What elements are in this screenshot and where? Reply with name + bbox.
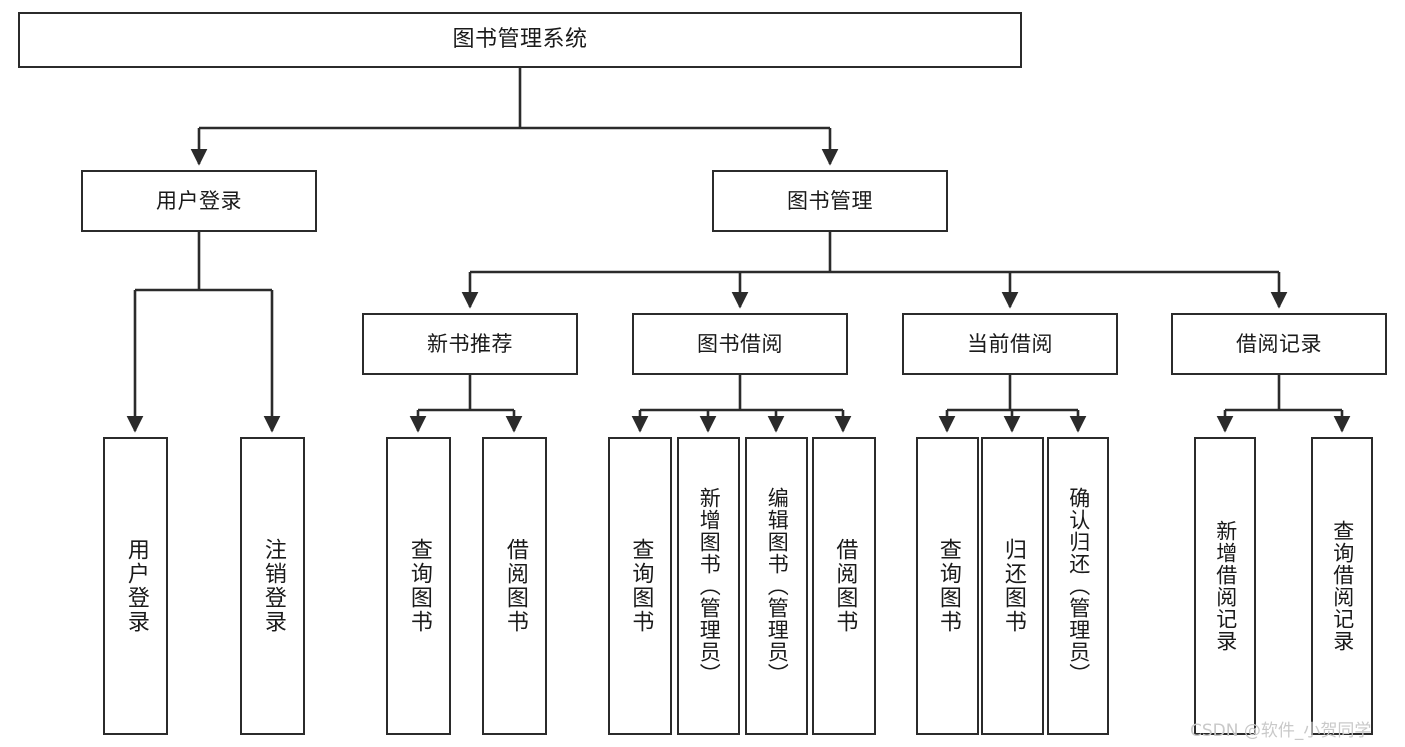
leaf-record-query-record[interactable]: 查询借阅记录 — [1311, 437, 1373, 735]
node-label: 图书管理系统 — [452, 27, 588, 53]
node-label: 图书借阅 — [697, 331, 783, 356]
node-current-borrow[interactable]: 当前借阅 — [902, 313, 1118, 375]
leaf-current-confirm-return-admin[interactable]: 确认归还（管理员） — [1047, 437, 1109, 735]
node-label: 当前借阅 — [967, 331, 1053, 356]
node-label: 用户登录 — [156, 188, 242, 213]
node-label: 新增图书（管理员） — [697, 487, 722, 685]
node-book-borrow[interactable]: 图书借阅 — [632, 313, 848, 375]
node-label: 借阅记录 — [1236, 331, 1322, 356]
leaf-current-return-book[interactable]: 归还图书 — [981, 437, 1044, 735]
node-label: 编辑图书（管理员） — [765, 487, 790, 685]
node-label: 查询图书 — [628, 538, 654, 634]
leaf-borrow-borrow-book[interactable]: 借阅图书 — [812, 437, 876, 735]
node-label: 新增借阅记录 — [1213, 520, 1238, 652]
leaf-recommend-borrow-book[interactable]: 借阅图书 — [482, 437, 547, 735]
node-user-login[interactable]: 用户登录 — [81, 170, 317, 232]
leaf-user-logout[interactable]: 注销登录 — [240, 437, 305, 735]
node-label: 借阅图书 — [502, 538, 528, 634]
node-borrow-record[interactable]: 借阅记录 — [1171, 313, 1387, 375]
leaf-borrow-query-book[interactable]: 查询图书 — [608, 437, 672, 735]
csdn-watermark: CSDN @软件_小贺同学 — [1190, 721, 1372, 741]
node-book-management[interactable]: 图书管理 — [712, 170, 948, 232]
leaf-recommend-query-book[interactable]: 查询图书 — [386, 437, 451, 735]
node-label: 注销登录 — [260, 538, 286, 634]
node-label: 用户登录 — [123, 538, 149, 634]
node-label: 查询图书 — [935, 538, 961, 634]
leaf-borrow-edit-book-admin[interactable]: 编辑图书（管理员） — [745, 437, 808, 735]
leaf-record-add-record[interactable]: 新增借阅记录 — [1194, 437, 1256, 735]
node-label: 新书推荐 — [427, 331, 513, 356]
leaf-user-login[interactable]: 用户登录 — [103, 437, 168, 735]
node-label: 借阅图书 — [832, 538, 858, 634]
leaf-current-query-book[interactable]: 查询图书 — [916, 437, 979, 735]
node-label: 确认归还（管理员） — [1066, 487, 1091, 685]
node-new-book-recommend[interactable]: 新书推荐 — [362, 313, 578, 375]
leaf-borrow-add-book-admin[interactable]: 新增图书（管理员） — [677, 437, 740, 735]
node-root-system[interactable]: 图书管理系统 — [18, 12, 1022, 68]
node-label: 归还图书 — [1000, 538, 1026, 634]
node-label: 图书管理 — [787, 188, 873, 213]
node-label: 查询图书 — [406, 538, 432, 634]
node-label: 查询借阅记录 — [1330, 520, 1355, 652]
